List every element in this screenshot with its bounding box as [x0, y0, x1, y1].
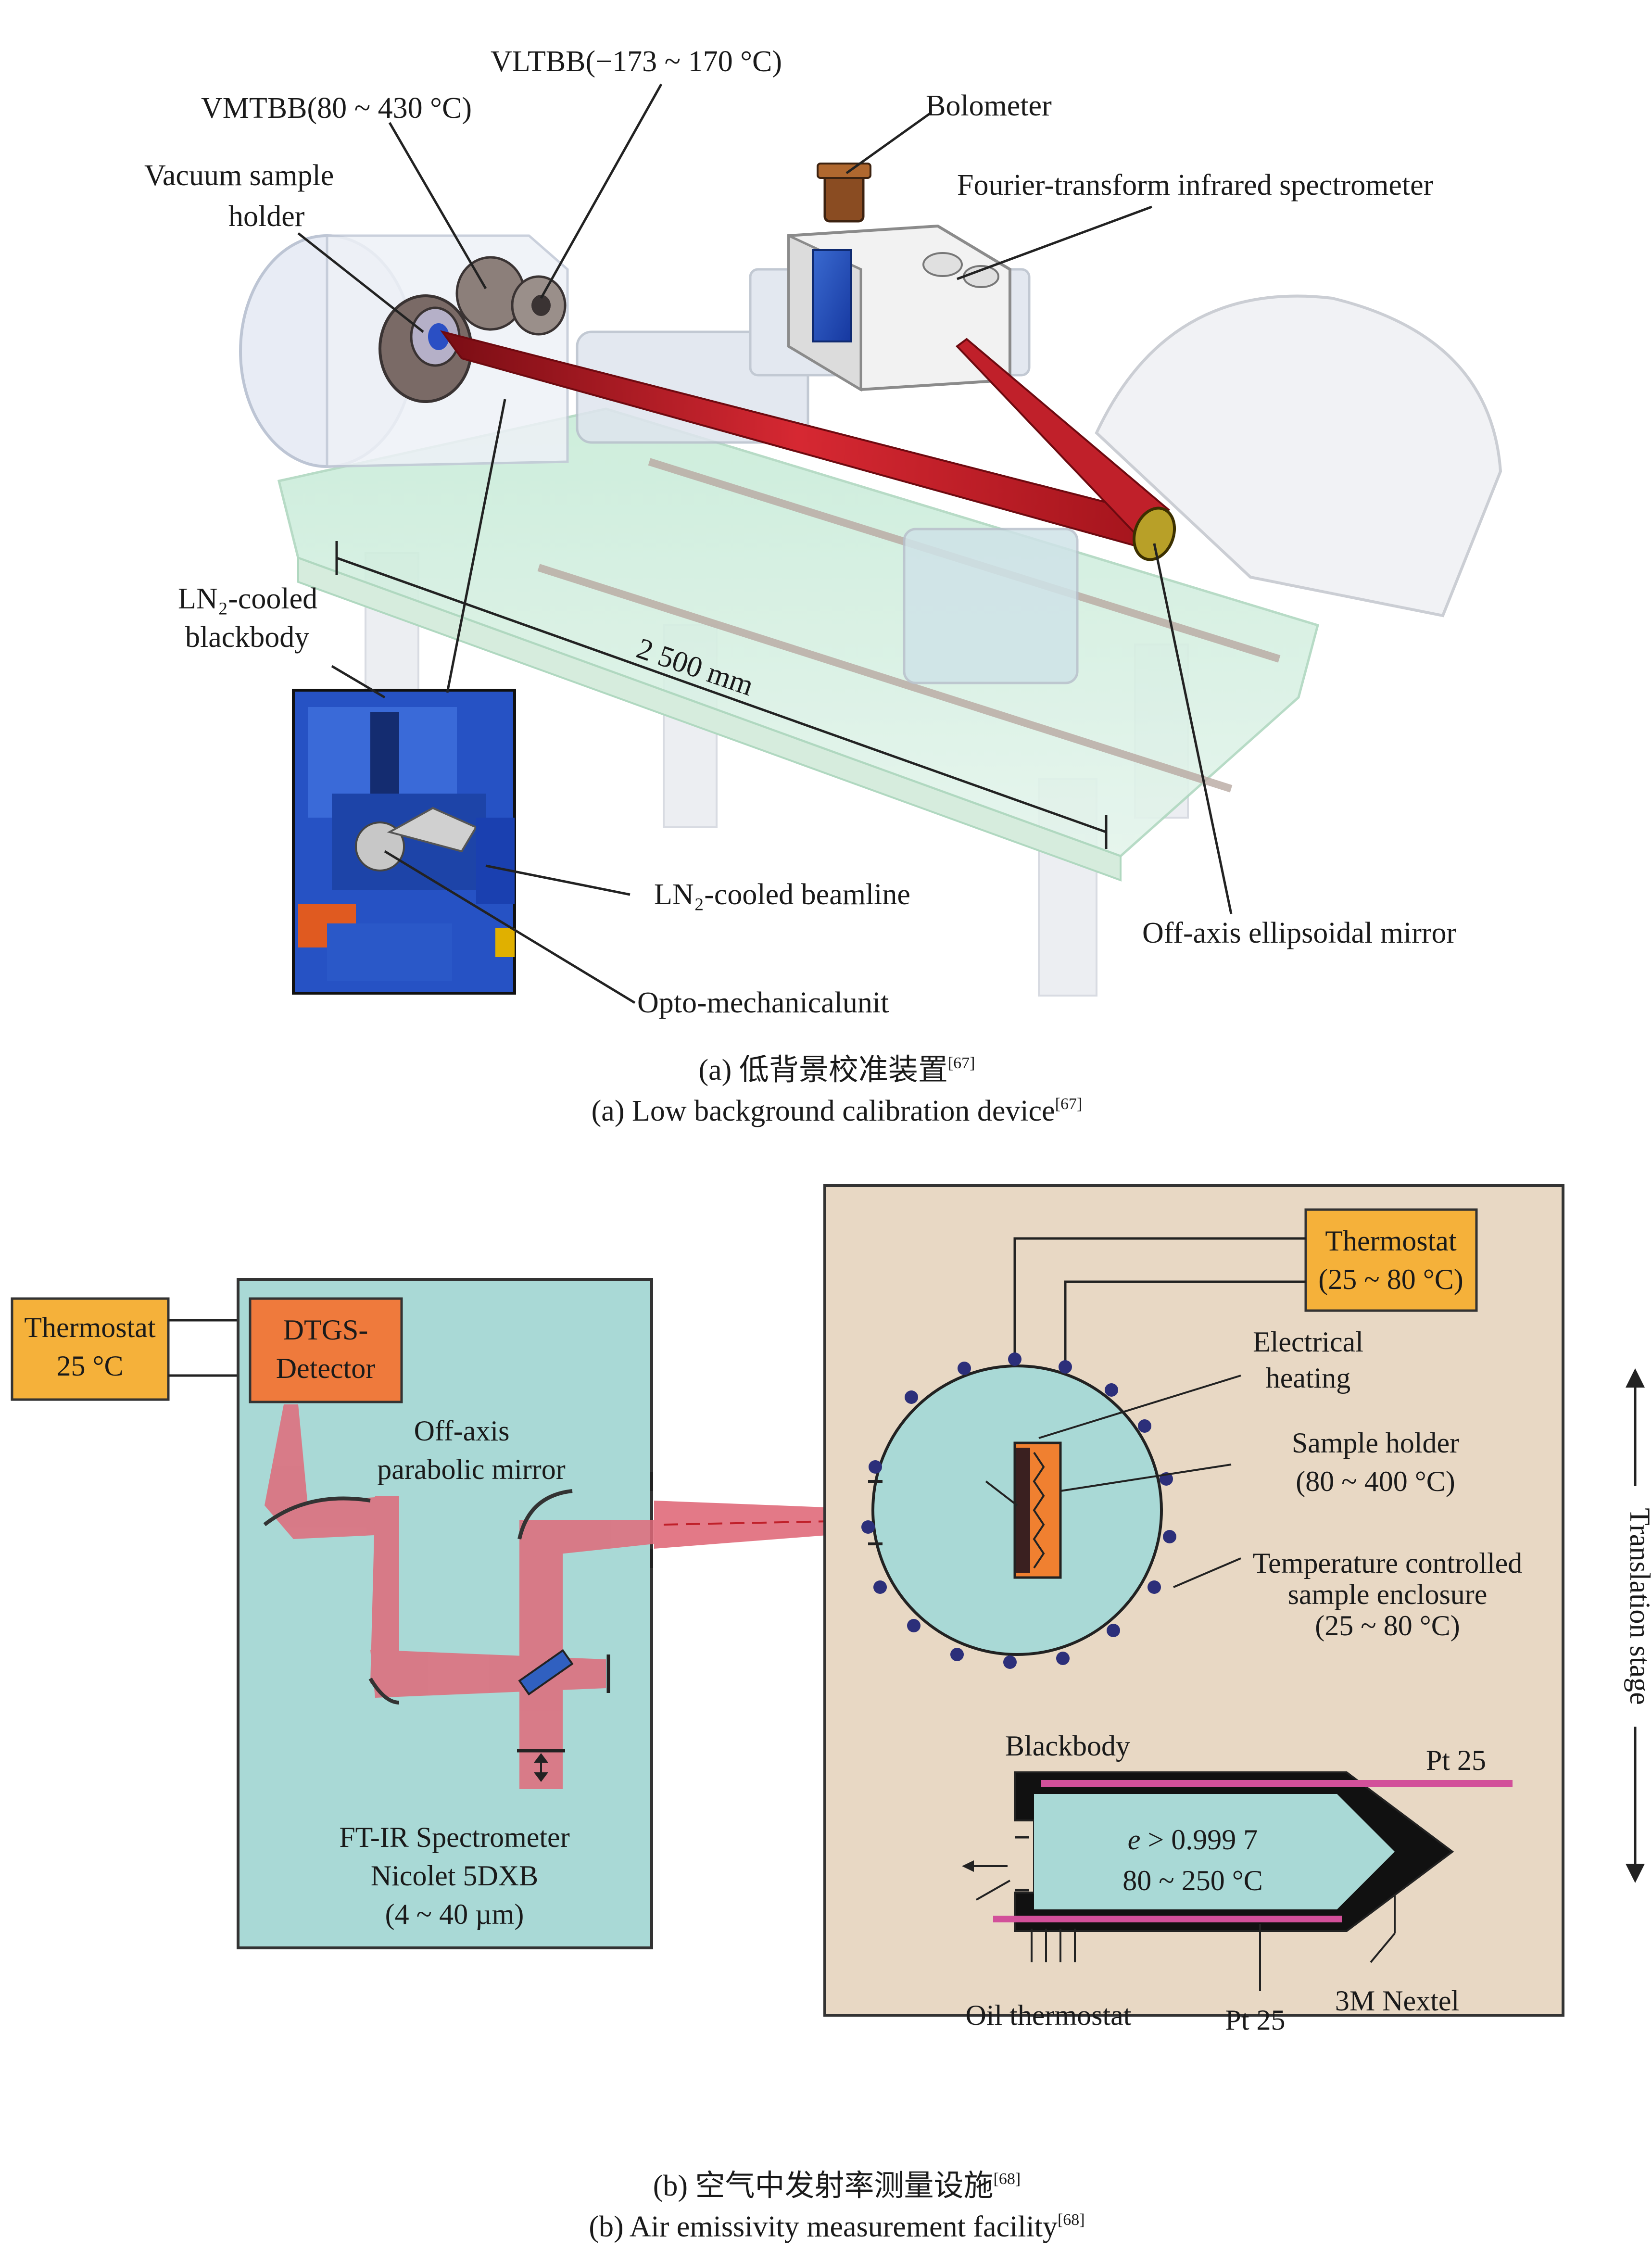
label-vmtbb: VMTBB(80 ~ 430 °C) [201, 92, 472, 125]
label-vacuum-sample-holder-line2: holder [228, 200, 305, 233]
ftir-spec-line3: (4 ~ 40 µm) [385, 1898, 524, 1930]
oil-thermostat-label: Oil thermostat [966, 1999, 1132, 2031]
thermostat-left-line2: 25 °C [56, 1350, 123, 1382]
dtgs-line1: DTGS- [283, 1314, 368, 1346]
beamsplitter [518, 1649, 574, 1696]
label-bolometer: Bolometer [926, 89, 1052, 122]
emissivity-label: e > 0.999 7 [1128, 1824, 1258, 1856]
dtgs-line2: Detector [276, 1352, 376, 1384]
caption-b-en: (b) Air emissivity measurement facility[… [589, 2210, 1085, 2243]
panel-a: VLTBB(−173 ~ 170 °C) VMTBB(80 ~ 430 °C) … [144, 45, 1502, 1127]
label-vacuum-sample-holder-line1: Vacuum sample [144, 159, 334, 192]
mirror-dome [1095, 294, 1502, 618]
enclosure-line1: Temperature controlled [1253, 1547, 1523, 1579]
oil-thermostat-arrows [1031, 1929, 1076, 1962]
blackbody-cavity [1034, 1794, 1395, 1909]
parabolic-mirror-right [517, 1489, 573, 1540]
label-ln2-beamline: LN₂-cooled beamline [654, 878, 910, 911]
nextel-label: 3M Nextel [1335, 1985, 1459, 2017]
ftir-assembly [787, 163, 1011, 392]
blackbody-range-label: 80 ~ 250 °C [1122, 1865, 1262, 1896]
parabolic-line1: Off-axis [414, 1415, 510, 1447]
ftir-spec-line2: Nicolet 5DXB [371, 1860, 538, 1892]
inset-ln2-detail [292, 689, 516, 995]
leader-lines [297, 83, 1233, 1004]
label-ftir: Fourier-transform infrared spectrometer [957, 169, 1434, 202]
beam-to-ftir [956, 338, 1170, 545]
ftir-spec-line1: FT-IR Spectrometer [339, 1821, 569, 1853]
pt25-top-label: Pt 25 [1426, 1744, 1486, 1776]
enclosure-bolts [861, 1352, 1176, 1669]
electrical-heating-line2: heating [1266, 1362, 1351, 1394]
thermostat-right [1304, 1208, 1478, 1312]
blackbody-label: Blackbody [1005, 1730, 1130, 1762]
caption-a-en: (a) Low background calibration device[67… [592, 1095, 1083, 1127]
sample [1016, 1448, 1030, 1573]
thermostat-right-line1: Thermostat [1325, 1225, 1457, 1257]
electrical-heating-line1: Electrical [1253, 1326, 1363, 1358]
label-vltbb: VLTBB(−173 ~ 170 °C) [491, 45, 782, 78]
off-axis-ellipsoidal-mirror-shape [1132, 506, 1176, 561]
sample-holder-assembly [378, 256, 567, 403]
caption-b-cn: (b) 空气中发射率测量设施[68] [653, 2170, 1021, 2202]
parabolic-line2: parabolic mirror [377, 1453, 566, 1485]
parabolic-mirror-left [263, 1496, 371, 1527]
translation-stage-label: Translation stage [1624, 1508, 1652, 1705]
label-off-axis-ellipsoidal-mirror: Off-axis ellipsoidal mirror [1142, 917, 1457, 949]
thermostat-left-line1: Thermostat [24, 1312, 156, 1343]
thermostat-left [11, 1297, 170, 1401]
panel-b: Thermostat 25 °C DTGS- Detector Off-axis… [11, 1184, 1652, 2243]
caption-a-cn: (a) 低背景校准装置[67] [699, 1054, 975, 1086]
thermostat-right-line2: (25 ~ 80 °C) [1318, 1263, 1463, 1295]
sample-holder-line2: (80 ~ 400 °C) [1296, 1465, 1455, 1497]
pt25-bottom-label: Pt 25 [1225, 2004, 1285, 2036]
label-ln2-blackbody-line2: blackbody [185, 621, 309, 654]
optical-table-base [297, 556, 1122, 882]
label-opto-mechanical-unit: Opto-mechanicalunit [637, 986, 889, 1019]
enclosure-line2: sample enclosure [1288, 1579, 1488, 1610]
dtgs-detector [249, 1297, 403, 1403]
sample-holder-line1: Sample holder [1292, 1427, 1459, 1459]
enclosure-line3: (25 ~ 80 °C) [1315, 1610, 1460, 1642]
label-ln2-blackbody-line1: LN₂-cooled [178, 582, 317, 615]
